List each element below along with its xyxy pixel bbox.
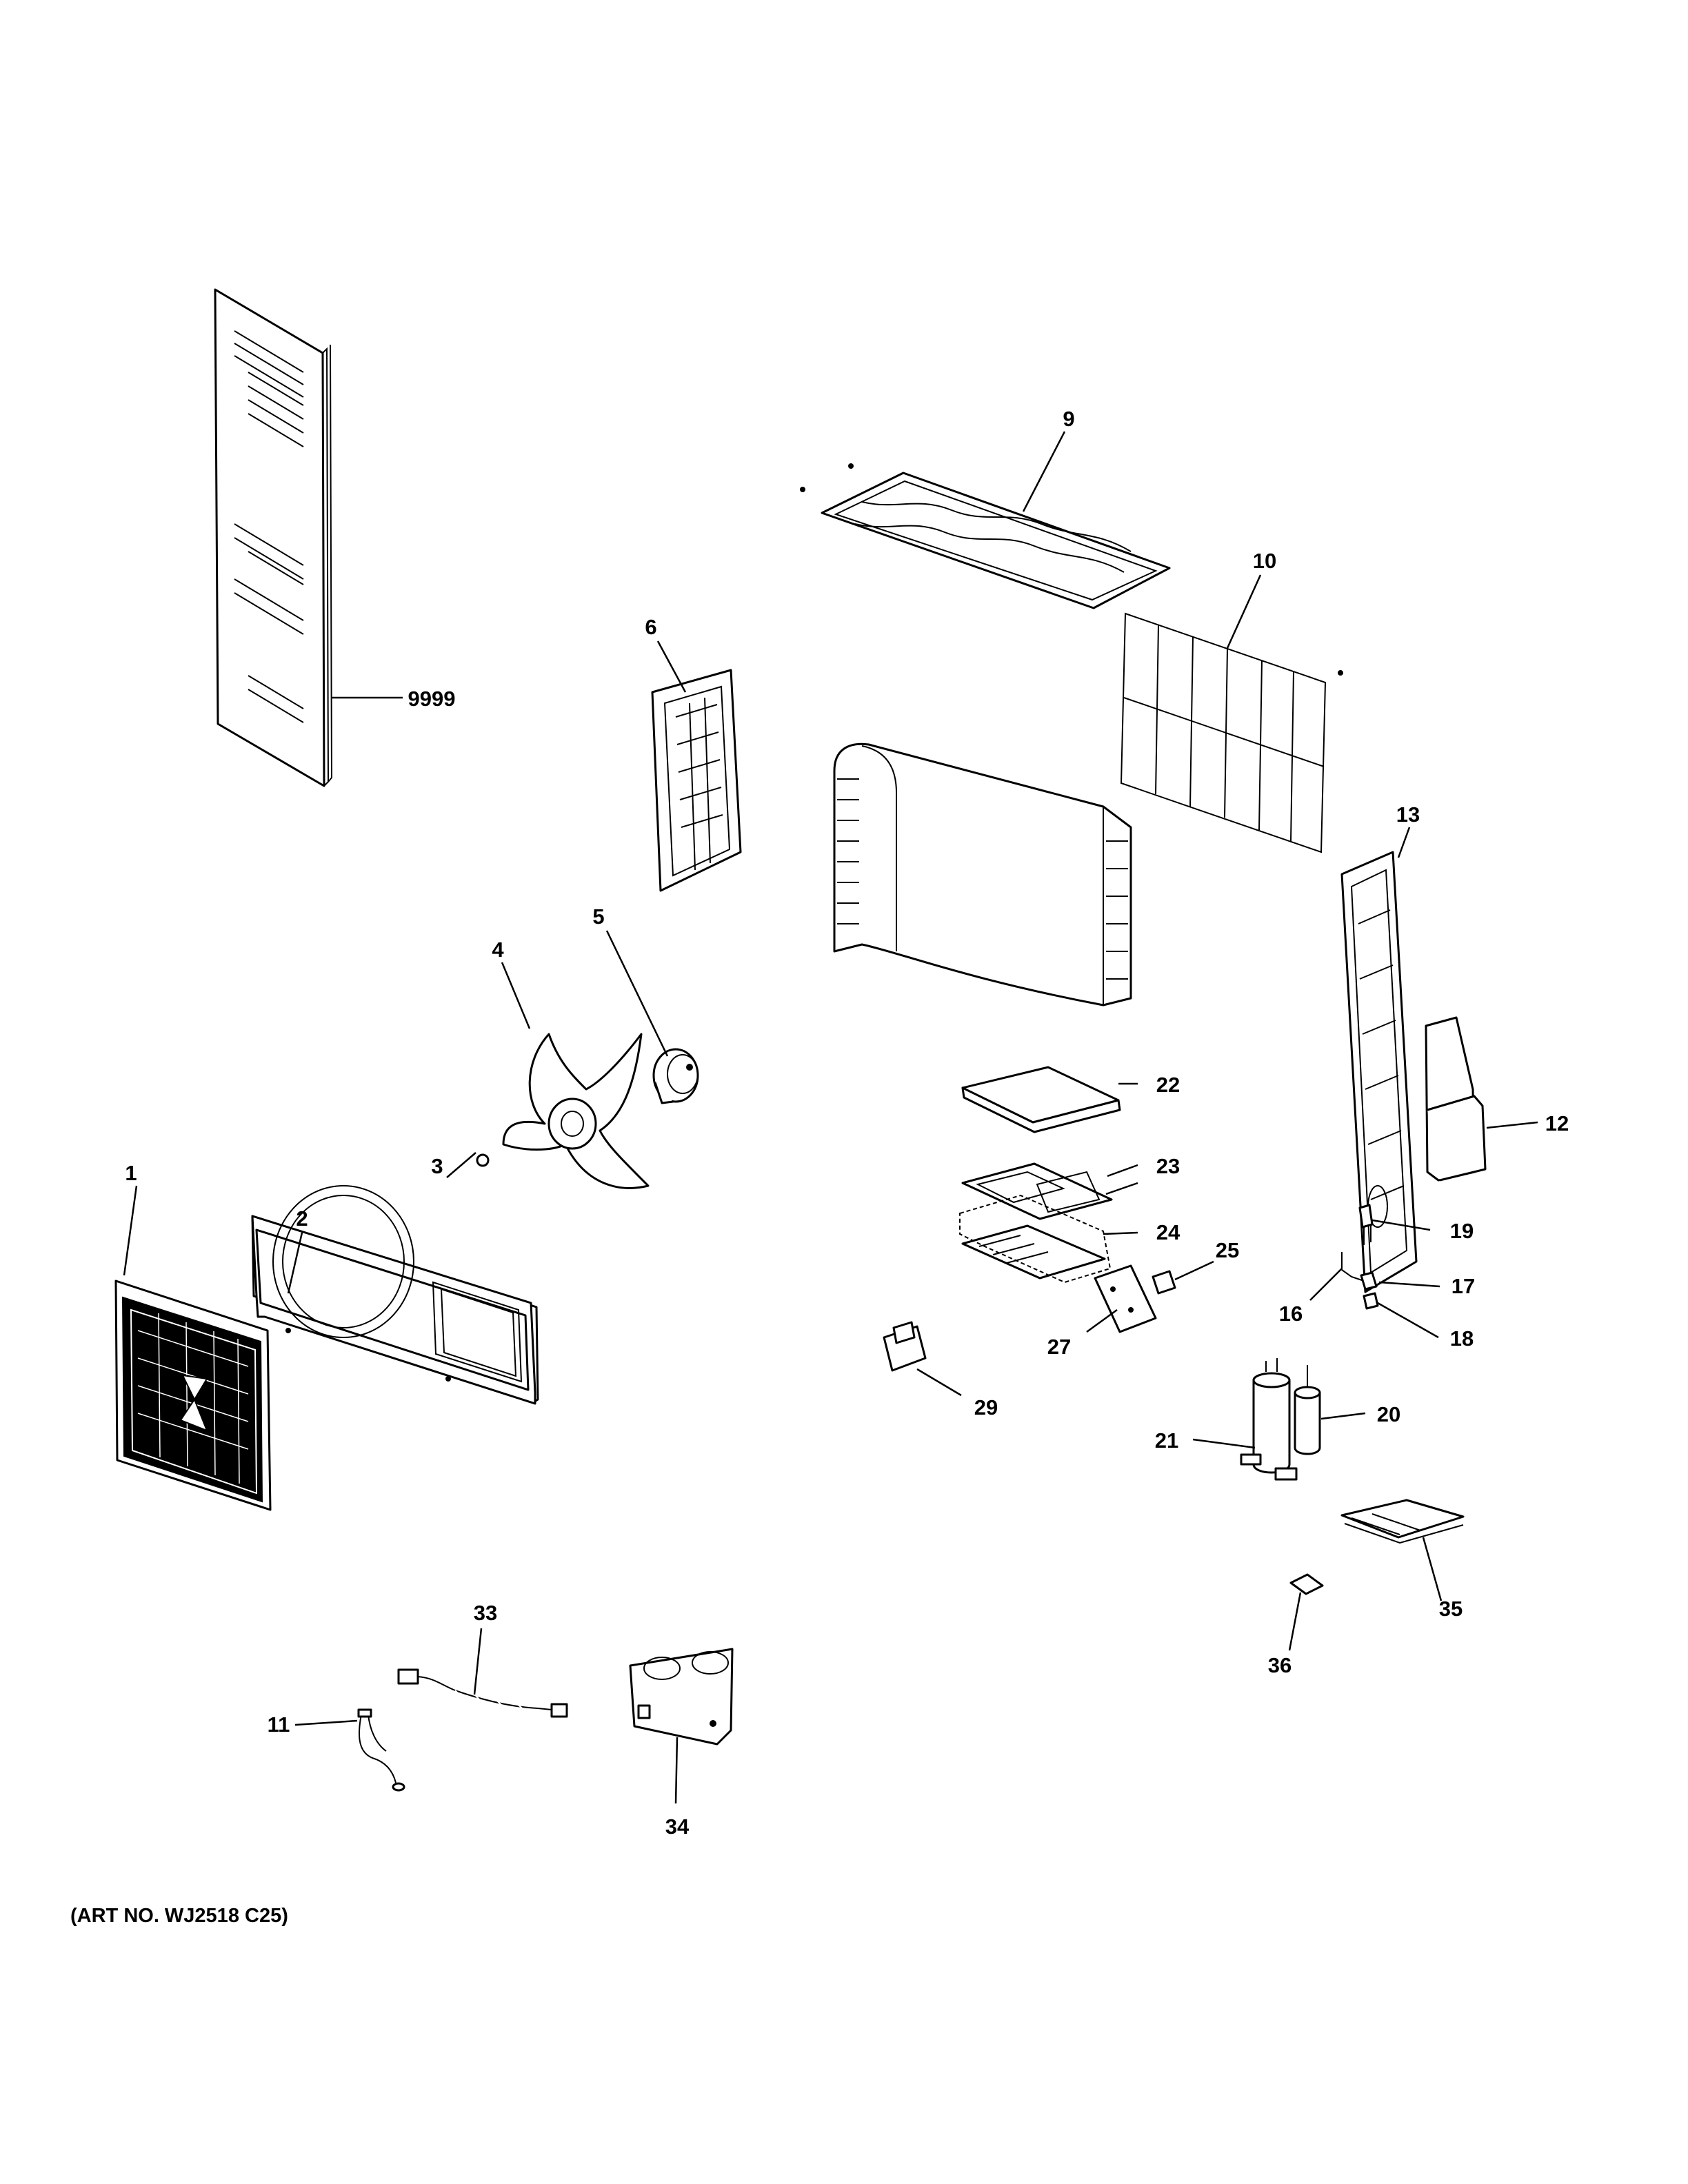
sound-pad-icon[interactable] bbox=[1289, 1573, 1324, 1595]
callout-10: 10 bbox=[1253, 549, 1276, 573]
callout-5: 5 bbox=[592, 904, 604, 929]
callout-9: 9 bbox=[1063, 407, 1074, 431]
axial-fan-blade-icon[interactable] bbox=[502, 1033, 650, 1189]
wire-harness-icon[interactable] bbox=[397, 1668, 568, 1718]
front-panel-icon[interactable] bbox=[251, 1185, 539, 1405]
callout-12: 12 bbox=[1545, 1111, 1569, 1135]
accumulator-icon[interactable] bbox=[1294, 1365, 1321, 1455]
callout-16: 16 bbox=[1279, 1302, 1303, 1326]
art-number: (ART NO. WJ2518 C25) bbox=[70, 1905, 288, 1927]
callout-34: 34 bbox=[665, 1814, 690, 1839]
condenser-coil-icon bbox=[833, 742, 1132, 1007]
reactor-icon[interactable] bbox=[883, 1321, 927, 1372]
expansion-valve-icon[interactable] bbox=[1358, 1204, 1374, 1245]
motor-support-icon[interactable] bbox=[651, 669, 742, 892]
nut-icon[interactable] bbox=[476, 1153, 490, 1167]
callout-17: 17 bbox=[1451, 1274, 1475, 1298]
mounting-bracket-icon[interactable] bbox=[629, 1648, 734, 1746]
callout-6: 6 bbox=[645, 615, 656, 639]
front-grille-icon[interactable] bbox=[114, 1280, 272, 1511]
callout-33: 33 bbox=[474, 1601, 497, 1625]
callout-11: 11 bbox=[268, 1712, 290, 1737]
temperature-sensor-icon[interactable] bbox=[357, 1708, 405, 1792]
callout-24: 24 bbox=[1156, 1220, 1180, 1244]
fan-motor-icon[interactable] bbox=[652, 1048, 699, 1104]
callout-3: 3 bbox=[431, 1154, 443, 1178]
electric-box-cover-icon[interactable] bbox=[961, 1066, 1121, 1133]
callout-23: 23 bbox=[1156, 1154, 1180, 1178]
manual-booklet-icon[interactable] bbox=[214, 288, 333, 787]
callout-21: 21 bbox=[1155, 1428, 1178, 1453]
control-board-icon[interactable] bbox=[961, 1224, 1106, 1280]
heat-sink-frame-icon[interactable] bbox=[961, 1162, 1113, 1220]
callout-29: 29 bbox=[974, 1395, 998, 1419]
callout-1: 1 bbox=[125, 1161, 137, 1185]
valve-pipe-icon[interactable] bbox=[1341, 1252, 1365, 1282]
callout-36: 36 bbox=[1268, 1653, 1292, 1677]
top-cover-icon[interactable] bbox=[800, 463, 1171, 609]
callout-18: 18 bbox=[1450, 1326, 1474, 1351]
valve-icon-17[interactable] bbox=[1360, 1271, 1378, 1291]
callout-22: 22 bbox=[1156, 1073, 1180, 1097]
callout-19: 19 bbox=[1450, 1219, 1474, 1243]
callout-35: 35 bbox=[1439, 1597, 1463, 1621]
insulation-wrap-icon[interactable] bbox=[1340, 1499, 1465, 1544]
callout-13: 13 bbox=[1396, 802, 1420, 827]
valve-cover-icon[interactable] bbox=[1425, 1016, 1487, 1182]
terminal-block-icon[interactable] bbox=[1152, 1270, 1176, 1295]
board-bracket-icon[interactable] bbox=[1094, 1264, 1157, 1333]
rear-grille-icon[interactable] bbox=[1120, 612, 1343, 853]
callout-4: 4 bbox=[492, 938, 504, 962]
callout-2: 2 bbox=[296, 1206, 308, 1231]
electric-box-base-icon bbox=[959, 1194, 1112, 1284]
callout-9999: 9999 bbox=[408, 687, 456, 711]
callout-labels: 1 2 3 4 5 6 9 10 11 12 13 16 17 18 19 20… bbox=[125, 407, 1569, 1839]
valve-icon-18[interactable] bbox=[1363, 1292, 1379, 1310]
compressor-icon[interactable] bbox=[1240, 1358, 1298, 1481]
right-side-panel-icon[interactable] bbox=[1340, 851, 1418, 1293]
callout-20: 20 bbox=[1377, 1402, 1400, 1426]
callout-25: 25 bbox=[1216, 1238, 1239, 1262]
leader-lines bbox=[123, 431, 1538, 1804]
callout-27: 27 bbox=[1047, 1335, 1071, 1359]
